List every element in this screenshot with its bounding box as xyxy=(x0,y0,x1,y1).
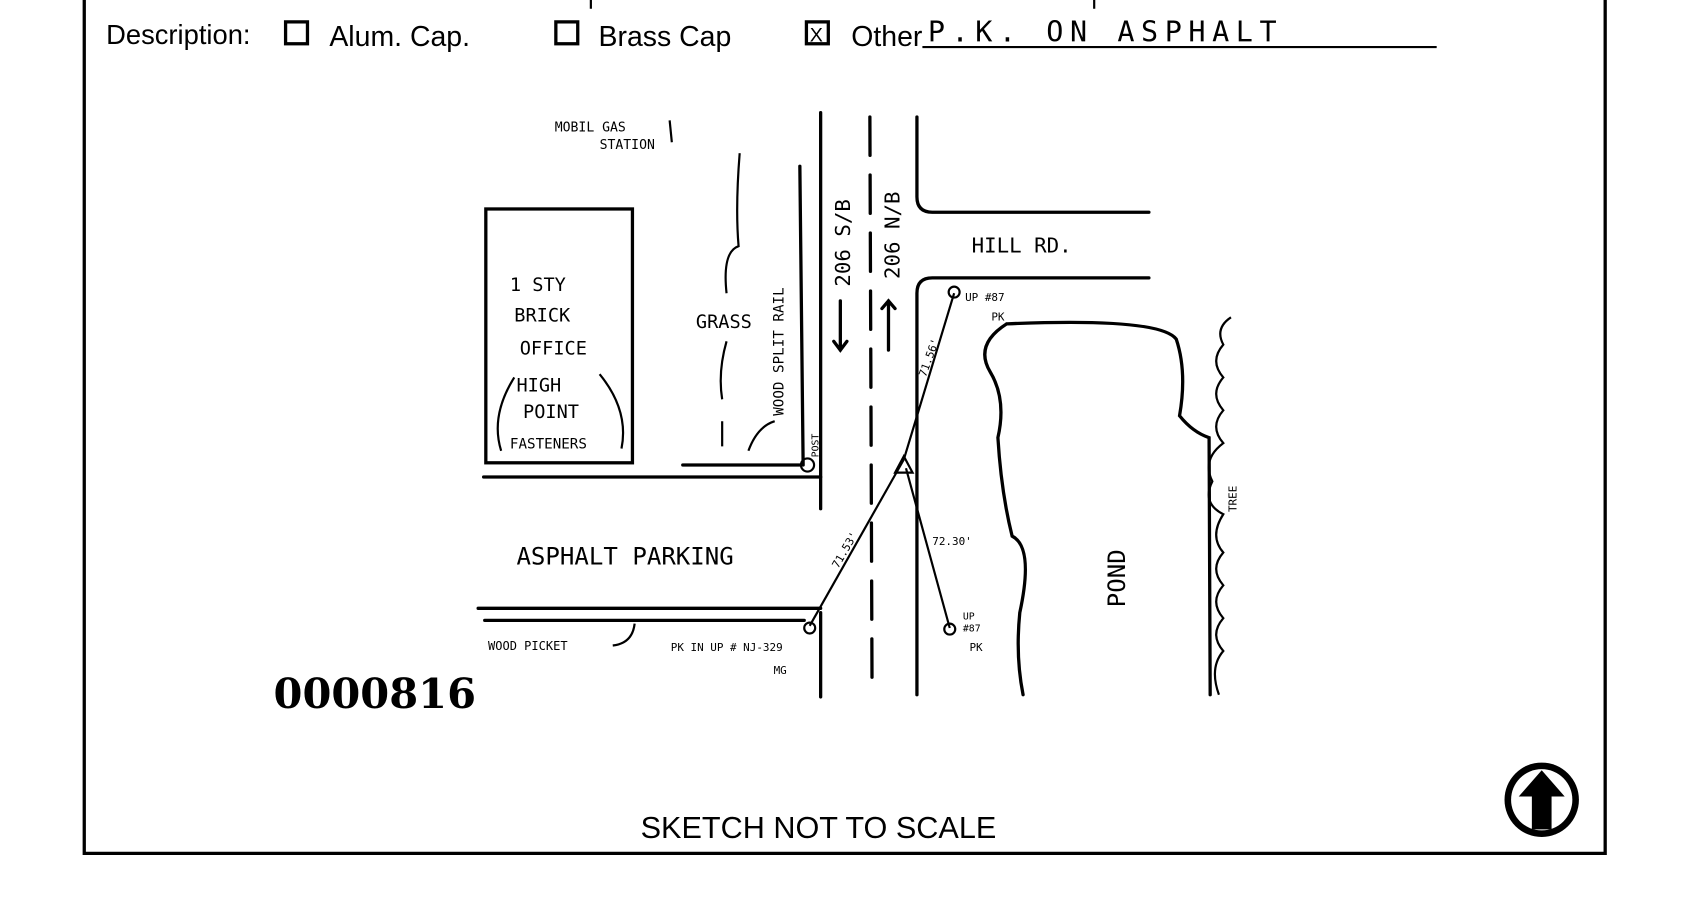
road-centerline xyxy=(868,115,874,697)
checkbox-alum-cap[interactable] xyxy=(283,20,310,46)
arrow-south-icon xyxy=(832,299,849,353)
business-label: POINT xyxy=(523,402,579,423)
tree-label: TREE xyxy=(1226,486,1239,512)
hill-rd-label: HILL RD. xyxy=(972,234,1072,258)
building-label: 1 STY xyxy=(510,275,566,296)
description-label: Description: xyxy=(106,19,250,50)
road-sb-label: 206 S/B xyxy=(831,199,855,287)
checkbox-brass-cap[interactable] xyxy=(554,20,580,46)
option-brass-cap: Brass Cap xyxy=(599,21,732,53)
utility-pole-top xyxy=(947,285,961,299)
footer-note: SKETCH NOT TO SCALE xyxy=(641,811,997,845)
up-top-label: UP #87 xyxy=(965,291,1005,304)
mobil-label: STATION xyxy=(600,138,655,153)
pond-outline xyxy=(983,320,1212,697)
option-other: Other xyxy=(851,21,922,53)
building-label: OFFICE xyxy=(520,338,587,359)
business-bracket xyxy=(496,373,625,452)
pk-note: PK IN UP # NJ-329 xyxy=(671,641,783,654)
utility-pole-bottom-left xyxy=(803,621,817,635)
north-arrow-icon xyxy=(1504,762,1579,837)
stamp-number: 0000816 xyxy=(274,669,476,718)
road-nb-label: 206 N/B xyxy=(880,191,904,279)
form-border xyxy=(82,0,1607,856)
arrow-north-icon xyxy=(880,298,897,352)
up-bottom-label: #87 xyxy=(963,623,981,634)
split-rail-fence xyxy=(798,164,805,467)
business-label: HIGH xyxy=(516,376,561,397)
other-value: P.K. ON ASPHALT xyxy=(928,16,1283,49)
picket-label: WOOD PICKET xyxy=(488,639,568,653)
checkbox-other[interactable] xyxy=(804,20,830,46)
fence-label: WOOD SPLIT RAIL xyxy=(771,287,787,415)
pond-label: POND xyxy=(1103,549,1131,607)
distance-top: 71.56' xyxy=(916,337,942,379)
utility-pole-bottom-right xyxy=(943,622,957,636)
asphalt-label: ASPHALT PARKING xyxy=(516,543,733,571)
option-alum-cap: Alum. Cap. xyxy=(329,21,470,53)
utility-pole-left xyxy=(799,457,816,473)
up-bottom-label: UP xyxy=(963,611,975,622)
post-label: POST xyxy=(810,434,821,458)
mobil-label: MOBIL GAS xyxy=(555,120,626,135)
up-bottom-label: PK xyxy=(969,641,983,654)
pk-note: MG xyxy=(774,664,787,677)
control-point-triangle-icon xyxy=(893,453,915,474)
tree-line xyxy=(1207,316,1232,696)
up-top-label: PK xyxy=(991,311,1005,324)
building-label: BRICK xyxy=(514,306,571,327)
building-outline xyxy=(484,207,635,465)
business-label: FASTENERS xyxy=(510,437,587,453)
distance-right: 72.30' xyxy=(932,535,972,548)
checkbox-other-mark: X xyxy=(810,25,823,47)
grass-label: GRASS xyxy=(696,312,752,333)
